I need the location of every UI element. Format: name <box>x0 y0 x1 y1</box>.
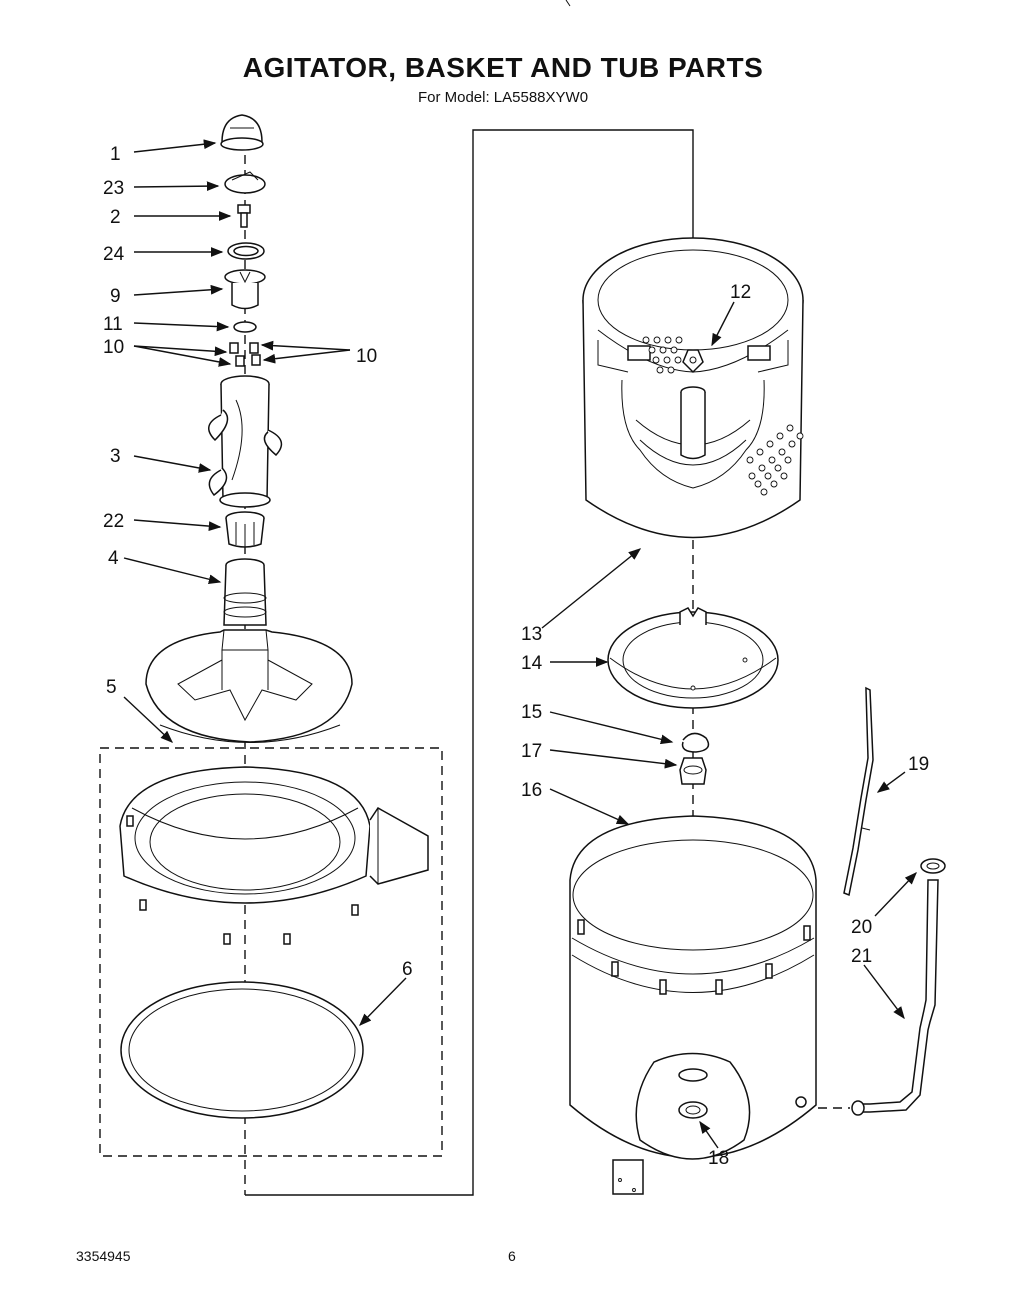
part-10-agitator-dogs <box>229 342 261 367</box>
part-17-hub-seal <box>679 757 707 785</box>
callout-22: 22 <box>103 511 124 532</box>
part-18-tub-seal <box>678 1101 708 1119</box>
callout-10-right: 10 <box>356 346 377 367</box>
part-19-hose <box>843 686 874 897</box>
callout-3: 3 <box>110 446 121 467</box>
callout-labels: 1 23 2 24 9 11 10 10 3 22 4 5 6 12 13 14… <box>103 144 929 1169</box>
part-24-o-ring <box>227 242 265 260</box>
callout-6: 6 <box>402 959 413 980</box>
part-22-drive-bell <box>225 511 265 548</box>
part-16-outer-tub <box>569 815 817 1195</box>
callout-12: 12 <box>730 282 751 303</box>
part-1-agitator-cap <box>220 114 264 151</box>
part-13-basket <box>582 237 804 539</box>
callout-15: 15 <box>521 702 542 723</box>
callout-19: 19 <box>908 754 929 775</box>
part-14-basket-drive-hub <box>607 607 779 709</box>
callout-4: 4 <box>108 548 119 569</box>
leader-lines <box>123 139 917 1149</box>
part-21-drain-hose <box>818 879 939 1116</box>
part-5-tub-ring <box>119 766 429 945</box>
part-9-cam <box>224 269 266 310</box>
callout-16: 16 <box>521 780 542 801</box>
callout-18: 18 <box>708 1148 729 1169</box>
part-20-hose-clamp <box>920 858 946 874</box>
callout-10-left: 10 <box>103 337 124 358</box>
page-title: AGITATOR, BASKET AND TUB PARTS <box>242 52 764 83</box>
callout-1: 1 <box>110 144 121 165</box>
callout-24: 24 <box>103 244 125 265</box>
model-subtitle: For Model: LA5588XYW0 <box>417 89 589 106</box>
rim-and-ring-group-box <box>99 747 443 1157</box>
basket-holes-top <box>642 336 683 374</box>
basket-holes-side <box>746 424 804 496</box>
part-4-agitator-base <box>145 558 353 743</box>
callout-5: 5 <box>106 677 117 698</box>
page-number: 6 <box>508 1248 516 1264</box>
callout-14: 14 <box>521 653 543 674</box>
callout-9: 9 <box>110 286 121 307</box>
callout-13: 13 <box>521 624 542 645</box>
document-number: 3354945 <box>76 1248 131 1264</box>
callout-11: 11 <box>103 314 123 335</box>
callout-2: 2 <box>110 207 121 228</box>
part-11-washer <box>233 321 257 333</box>
callout-23: 23 <box>103 178 124 199</box>
callout-21: 21 <box>851 946 872 967</box>
part-3-agitator-barrel <box>208 375 283 508</box>
part-12-basket-nut <box>682 349 704 374</box>
part-23-cap-retainer <box>224 171 266 194</box>
part-2-bolt <box>237 204 251 228</box>
part-6-tub-ring-seal <box>120 981 364 1119</box>
part-15-retaining-ring <box>681 732 710 753</box>
callout-17: 17 <box>521 741 542 762</box>
callout-20: 20 <box>851 917 872 938</box>
